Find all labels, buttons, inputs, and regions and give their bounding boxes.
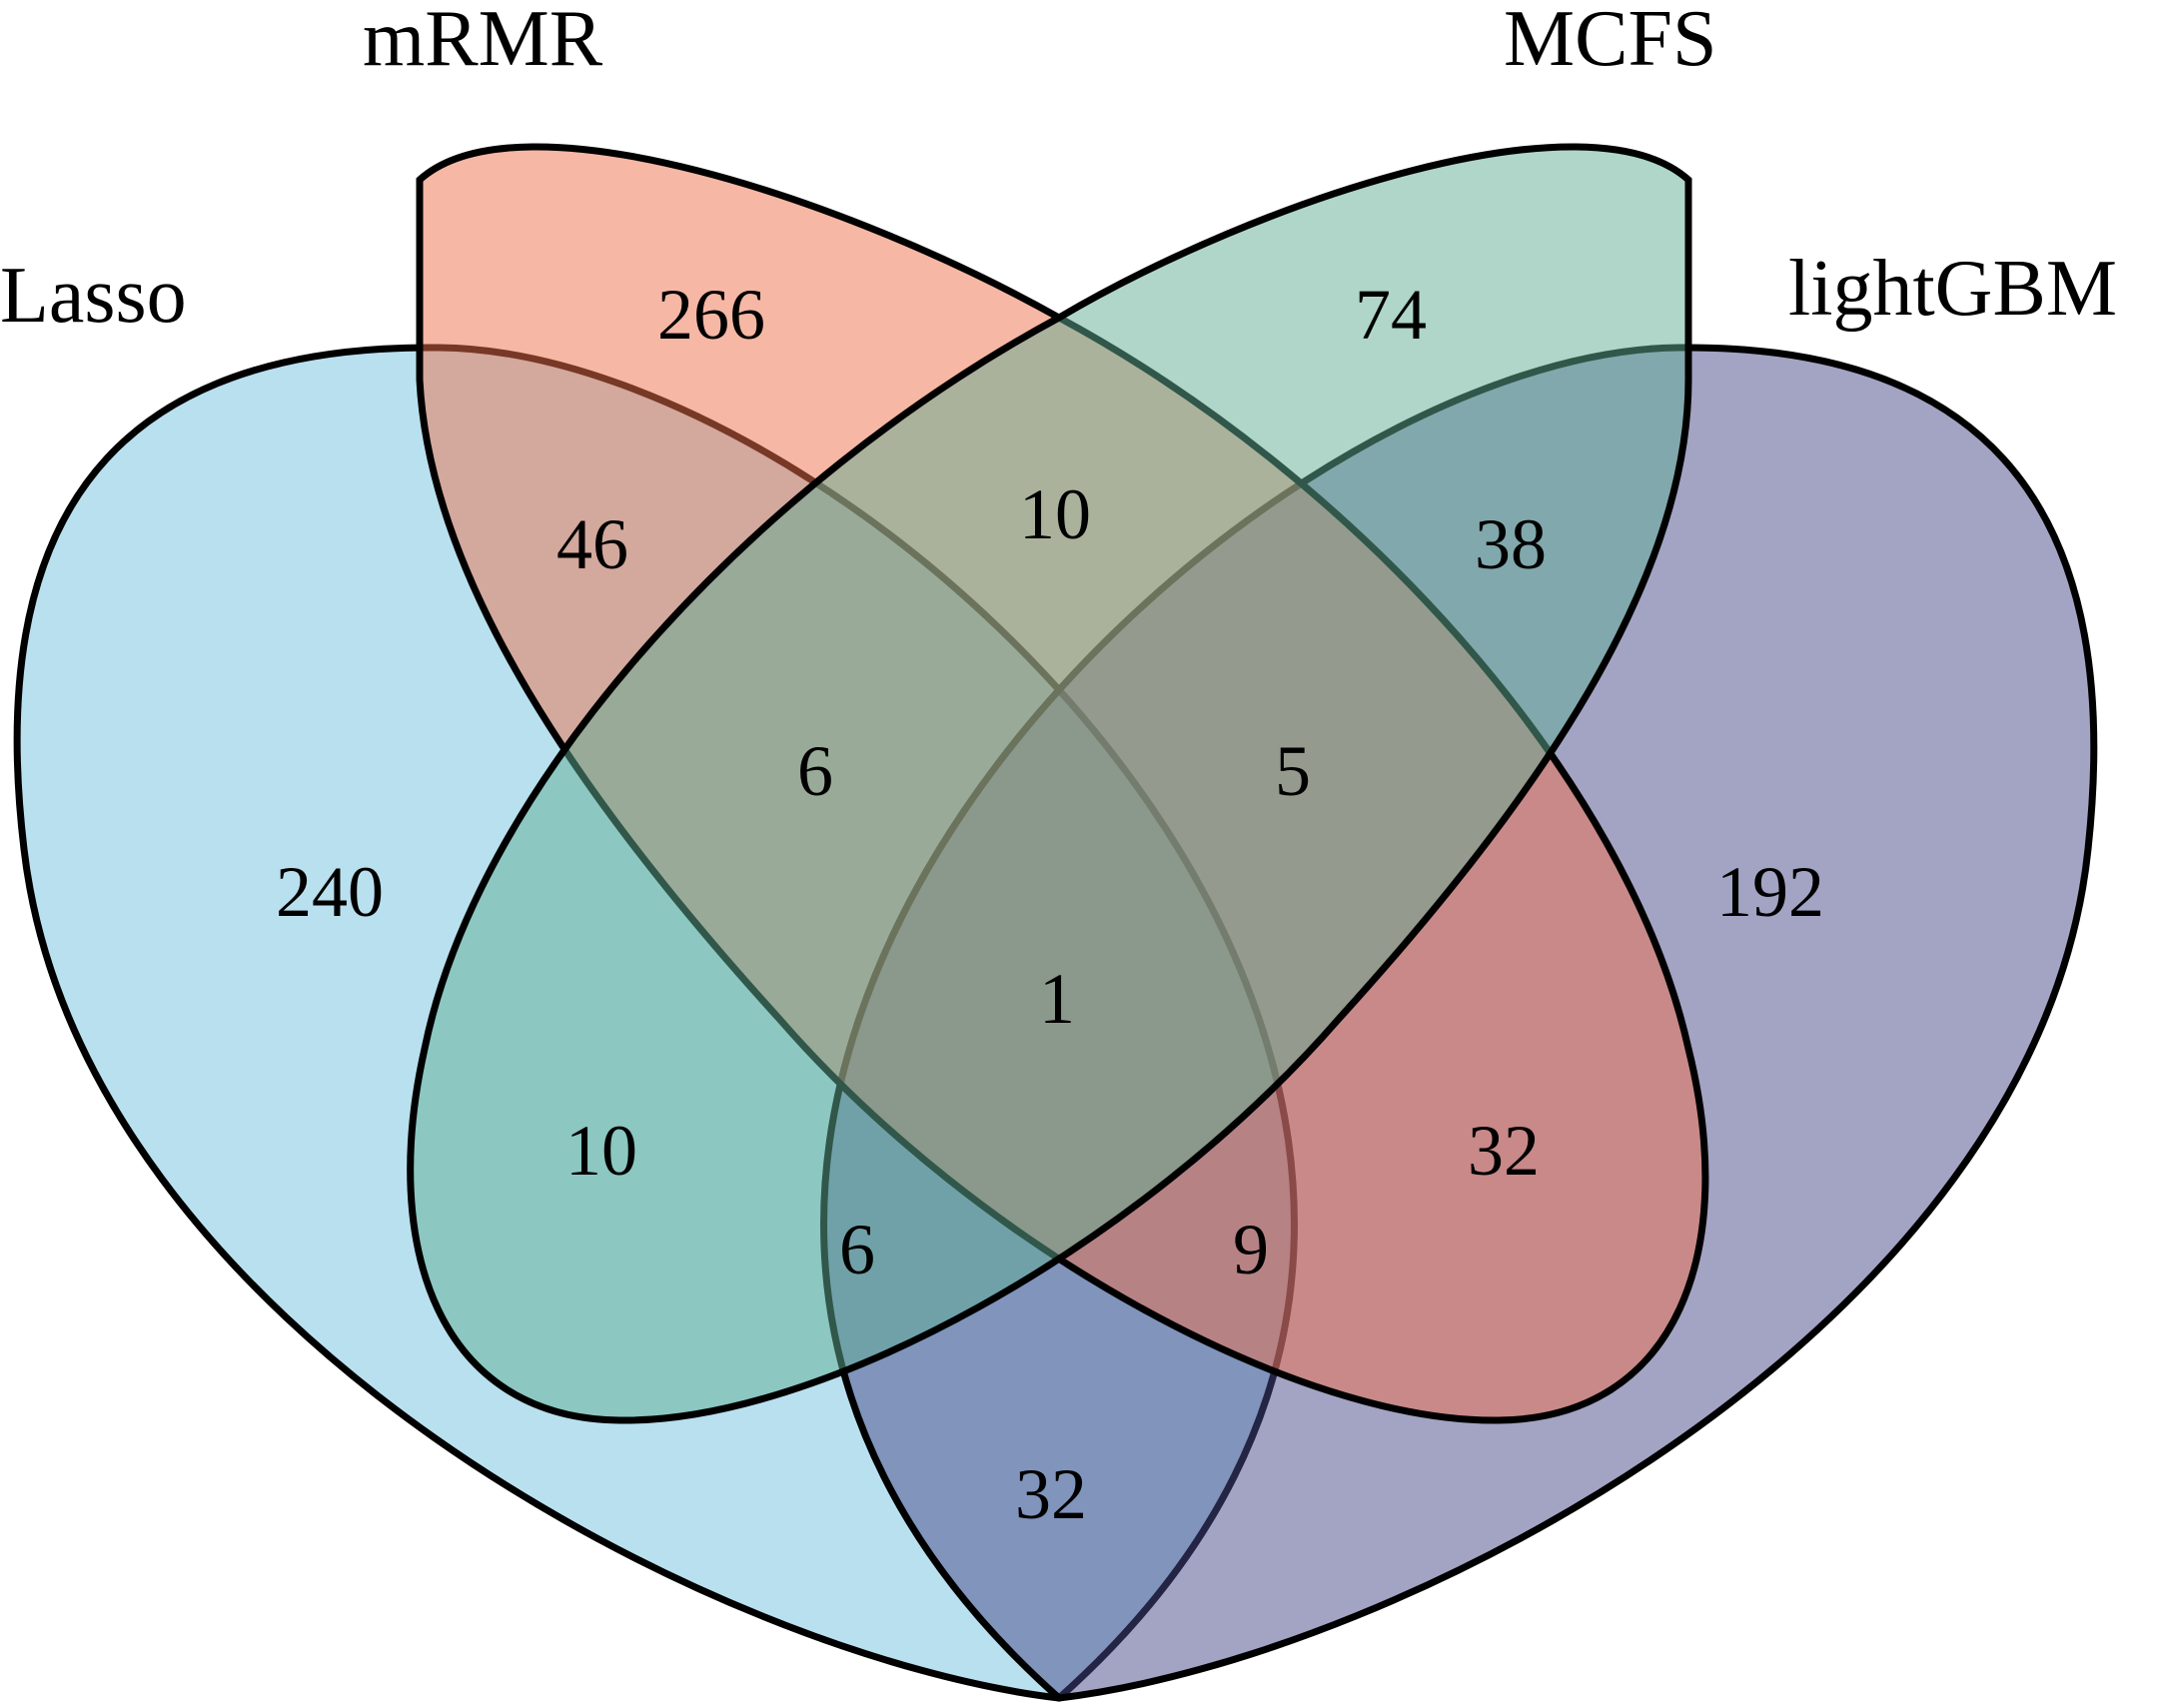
count-lasso-only: 240 xyxy=(276,852,384,932)
count-lasso-mrmr-lightgbm: 9 xyxy=(1233,1210,1269,1289)
count-mrmr-mcfs: 10 xyxy=(1019,474,1091,554)
count-lasso-lightgbm: 32 xyxy=(1015,1454,1087,1534)
set-label-lightgbm: lightGBM xyxy=(1788,245,2117,333)
count-lasso-mcfs-lightgbm: 6 xyxy=(839,1210,875,1289)
venn-set-labels: mRMR MCFS Lasso lightGBM xyxy=(0,0,2117,340)
count-mcfs-lightgbm: 38 xyxy=(1475,504,1547,584)
count-lasso-mrmr: 46 xyxy=(556,504,628,584)
count-lasso-mcfs: 10 xyxy=(565,1111,637,1191)
count-mcfs-only: 74 xyxy=(1355,275,1427,355)
count-all-four: 1 xyxy=(1039,959,1075,1039)
set-label-mcfs: MCFS xyxy=(1504,0,1716,83)
set-label-lasso: Lasso xyxy=(0,252,187,340)
venn-region-counts: 266 74 240 192 46 10 38 6 5 10 32 1 6 9 … xyxy=(276,275,1824,1534)
set-label-mrmr: mRMR xyxy=(363,0,603,83)
count-lightgbm-only: 192 xyxy=(1716,852,1824,932)
mcfs-shape xyxy=(407,143,1692,1424)
count-mrmr-lightgbm: 32 xyxy=(1468,1111,1540,1191)
count-mrmr-only: 266 xyxy=(657,275,765,355)
count-mrmr-mcfs-lightgbm: 5 xyxy=(1275,731,1311,811)
venn-shapes xyxy=(13,143,2098,1702)
count-lasso-mrmr-mcfs: 6 xyxy=(797,731,833,811)
